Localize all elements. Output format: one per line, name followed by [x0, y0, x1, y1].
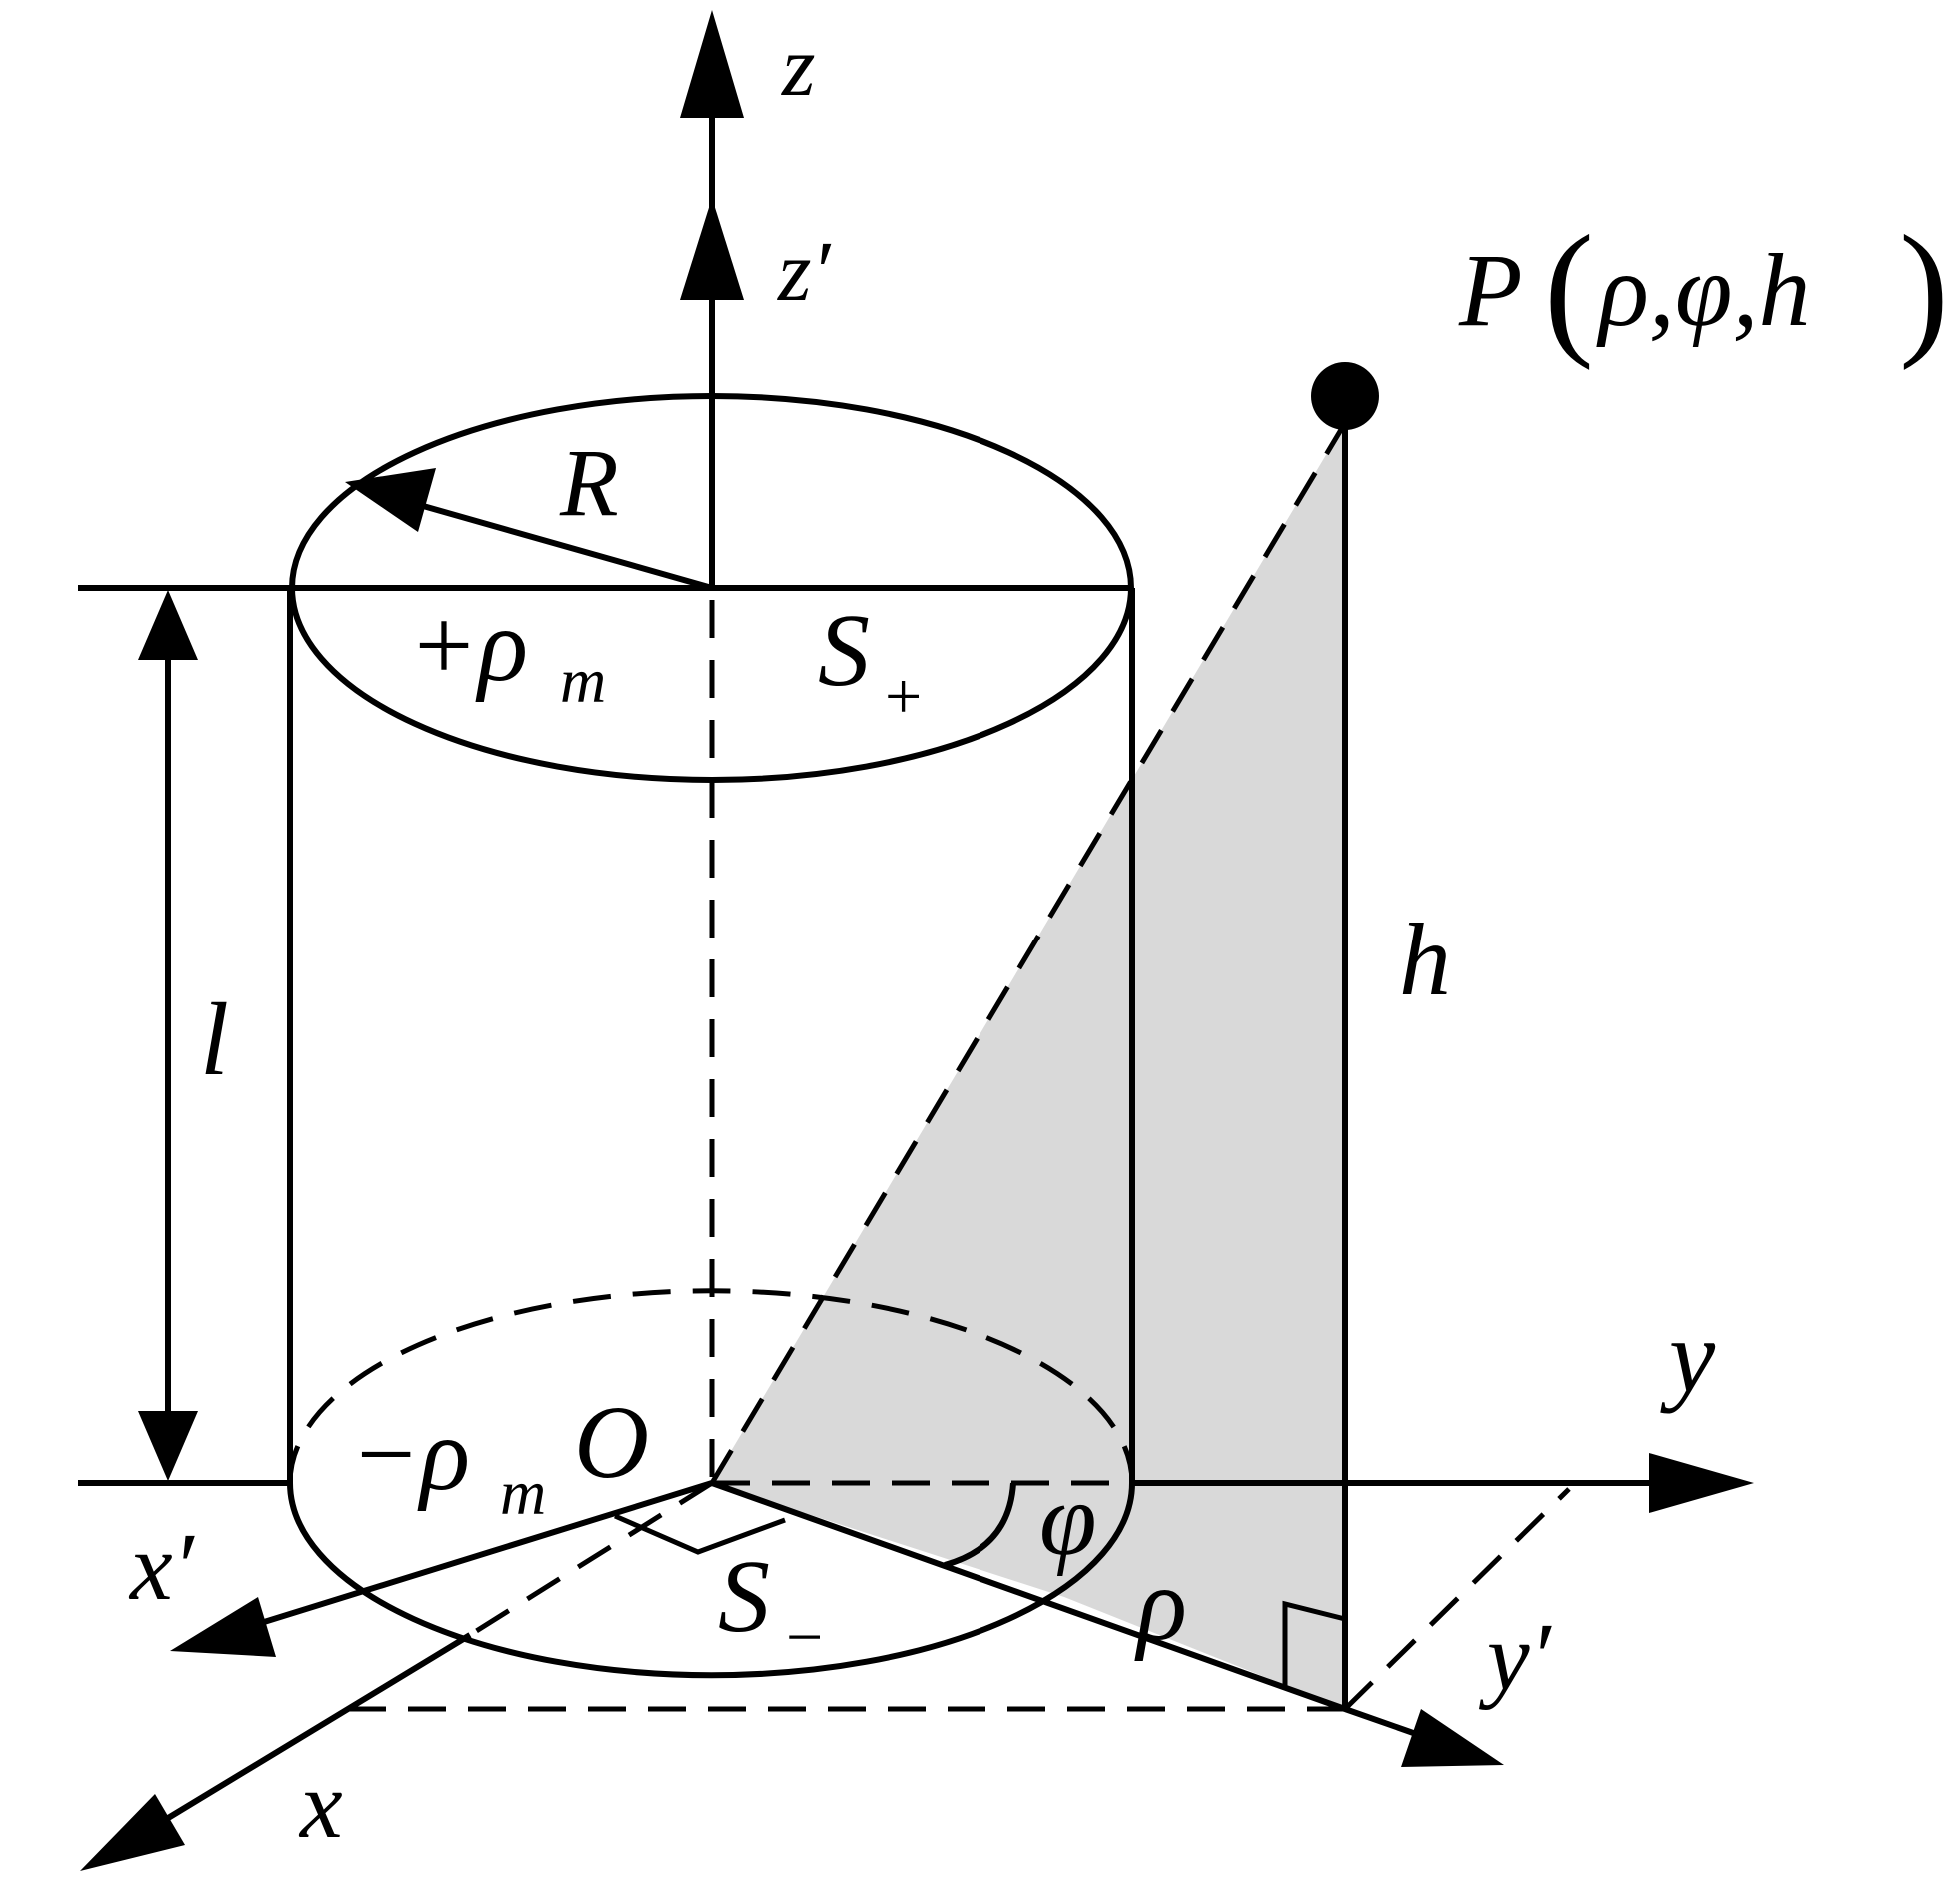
- x-prime-axis-arrow: [170, 1597, 276, 1657]
- label-m-bottom: m: [500, 1457, 546, 1528]
- label-z-prime: z′: [777, 223, 831, 319]
- x-axis-arrow: [80, 1794, 185, 1871]
- label-S-plus: S +: [818, 593, 922, 733]
- z-prime-axis-arrow: [680, 198, 744, 300]
- label-minus-subscript: −: [786, 1601, 823, 1674]
- label-rho: ρ: [1134, 1547, 1187, 1662]
- right-angle-marker: [1282, 1600, 1346, 1689]
- rho-line: [710, 1480, 1347, 1712]
- label-P-close-paren: ): [1899, 205, 1949, 371]
- shaded-triangle-plane: [712, 423, 1345, 1709]
- phi-angle-arc: [944, 1482, 1016, 1568]
- label-plus-subscript: +: [885, 660, 922, 733]
- label-m-top: m: [560, 645, 606, 716]
- label-S-top: S: [818, 593, 870, 708]
- label-P-args: ρ,φ,h: [1596, 233, 1810, 348]
- projection-dashed-diagonal: [1343, 1487, 1571, 1711]
- label-O: O: [574, 1385, 649, 1500]
- label-y: y: [1660, 1299, 1716, 1414]
- label-S-bottom: S: [718, 1539, 770, 1654]
- label-point-P: P ( ρ,φ,h ): [1458, 205, 1949, 371]
- radius-arrow: [345, 468, 436, 532]
- z-axis-arrow: [680, 10, 744, 118]
- hypotenuse-dashed: [709, 421, 1348, 1485]
- cylinder-bottom-front-arc: [287, 1482, 1135, 1679]
- radius-line: [394, 495, 713, 591]
- label-phi: φ: [1039, 1462, 1097, 1577]
- label-h: h: [1399, 903, 1451, 1017]
- label-y-prime: y′: [1478, 1603, 1553, 1710]
- label-S-minus: S −: [718, 1539, 823, 1674]
- point-P-dot: [1311, 362, 1379, 430]
- label-l: l: [200, 982, 229, 1097]
- label-minus-rho-m: −ρ m: [350, 1397, 546, 1528]
- label-plus-rho: +ρ: [408, 588, 528, 703]
- length-arrow-bottom: [138, 1411, 198, 1481]
- label-x: x: [298, 1751, 343, 1858]
- label-z: z: [781, 18, 815, 114]
- x-prime-axis-line: [247, 1480, 713, 1630]
- label-x-prime: x′: [128, 1513, 196, 1620]
- x-axis-hidden: [468, 1480, 714, 1638]
- label-R: R: [559, 429, 619, 536]
- label-minus-rho: −ρ: [350, 1397, 470, 1512]
- length-arrow-top: [138, 590, 198, 660]
- y-axis-arrow: [1649, 1453, 1754, 1513]
- x-axis-line: [148, 1632, 472, 1832]
- label-P-open-paren: (: [1544, 205, 1594, 371]
- label-P: P: [1458, 233, 1523, 348]
- label-plus-rho-m: +ρ m: [408, 588, 606, 716]
- y-prime-axis-arrow: [1401, 1709, 1504, 1767]
